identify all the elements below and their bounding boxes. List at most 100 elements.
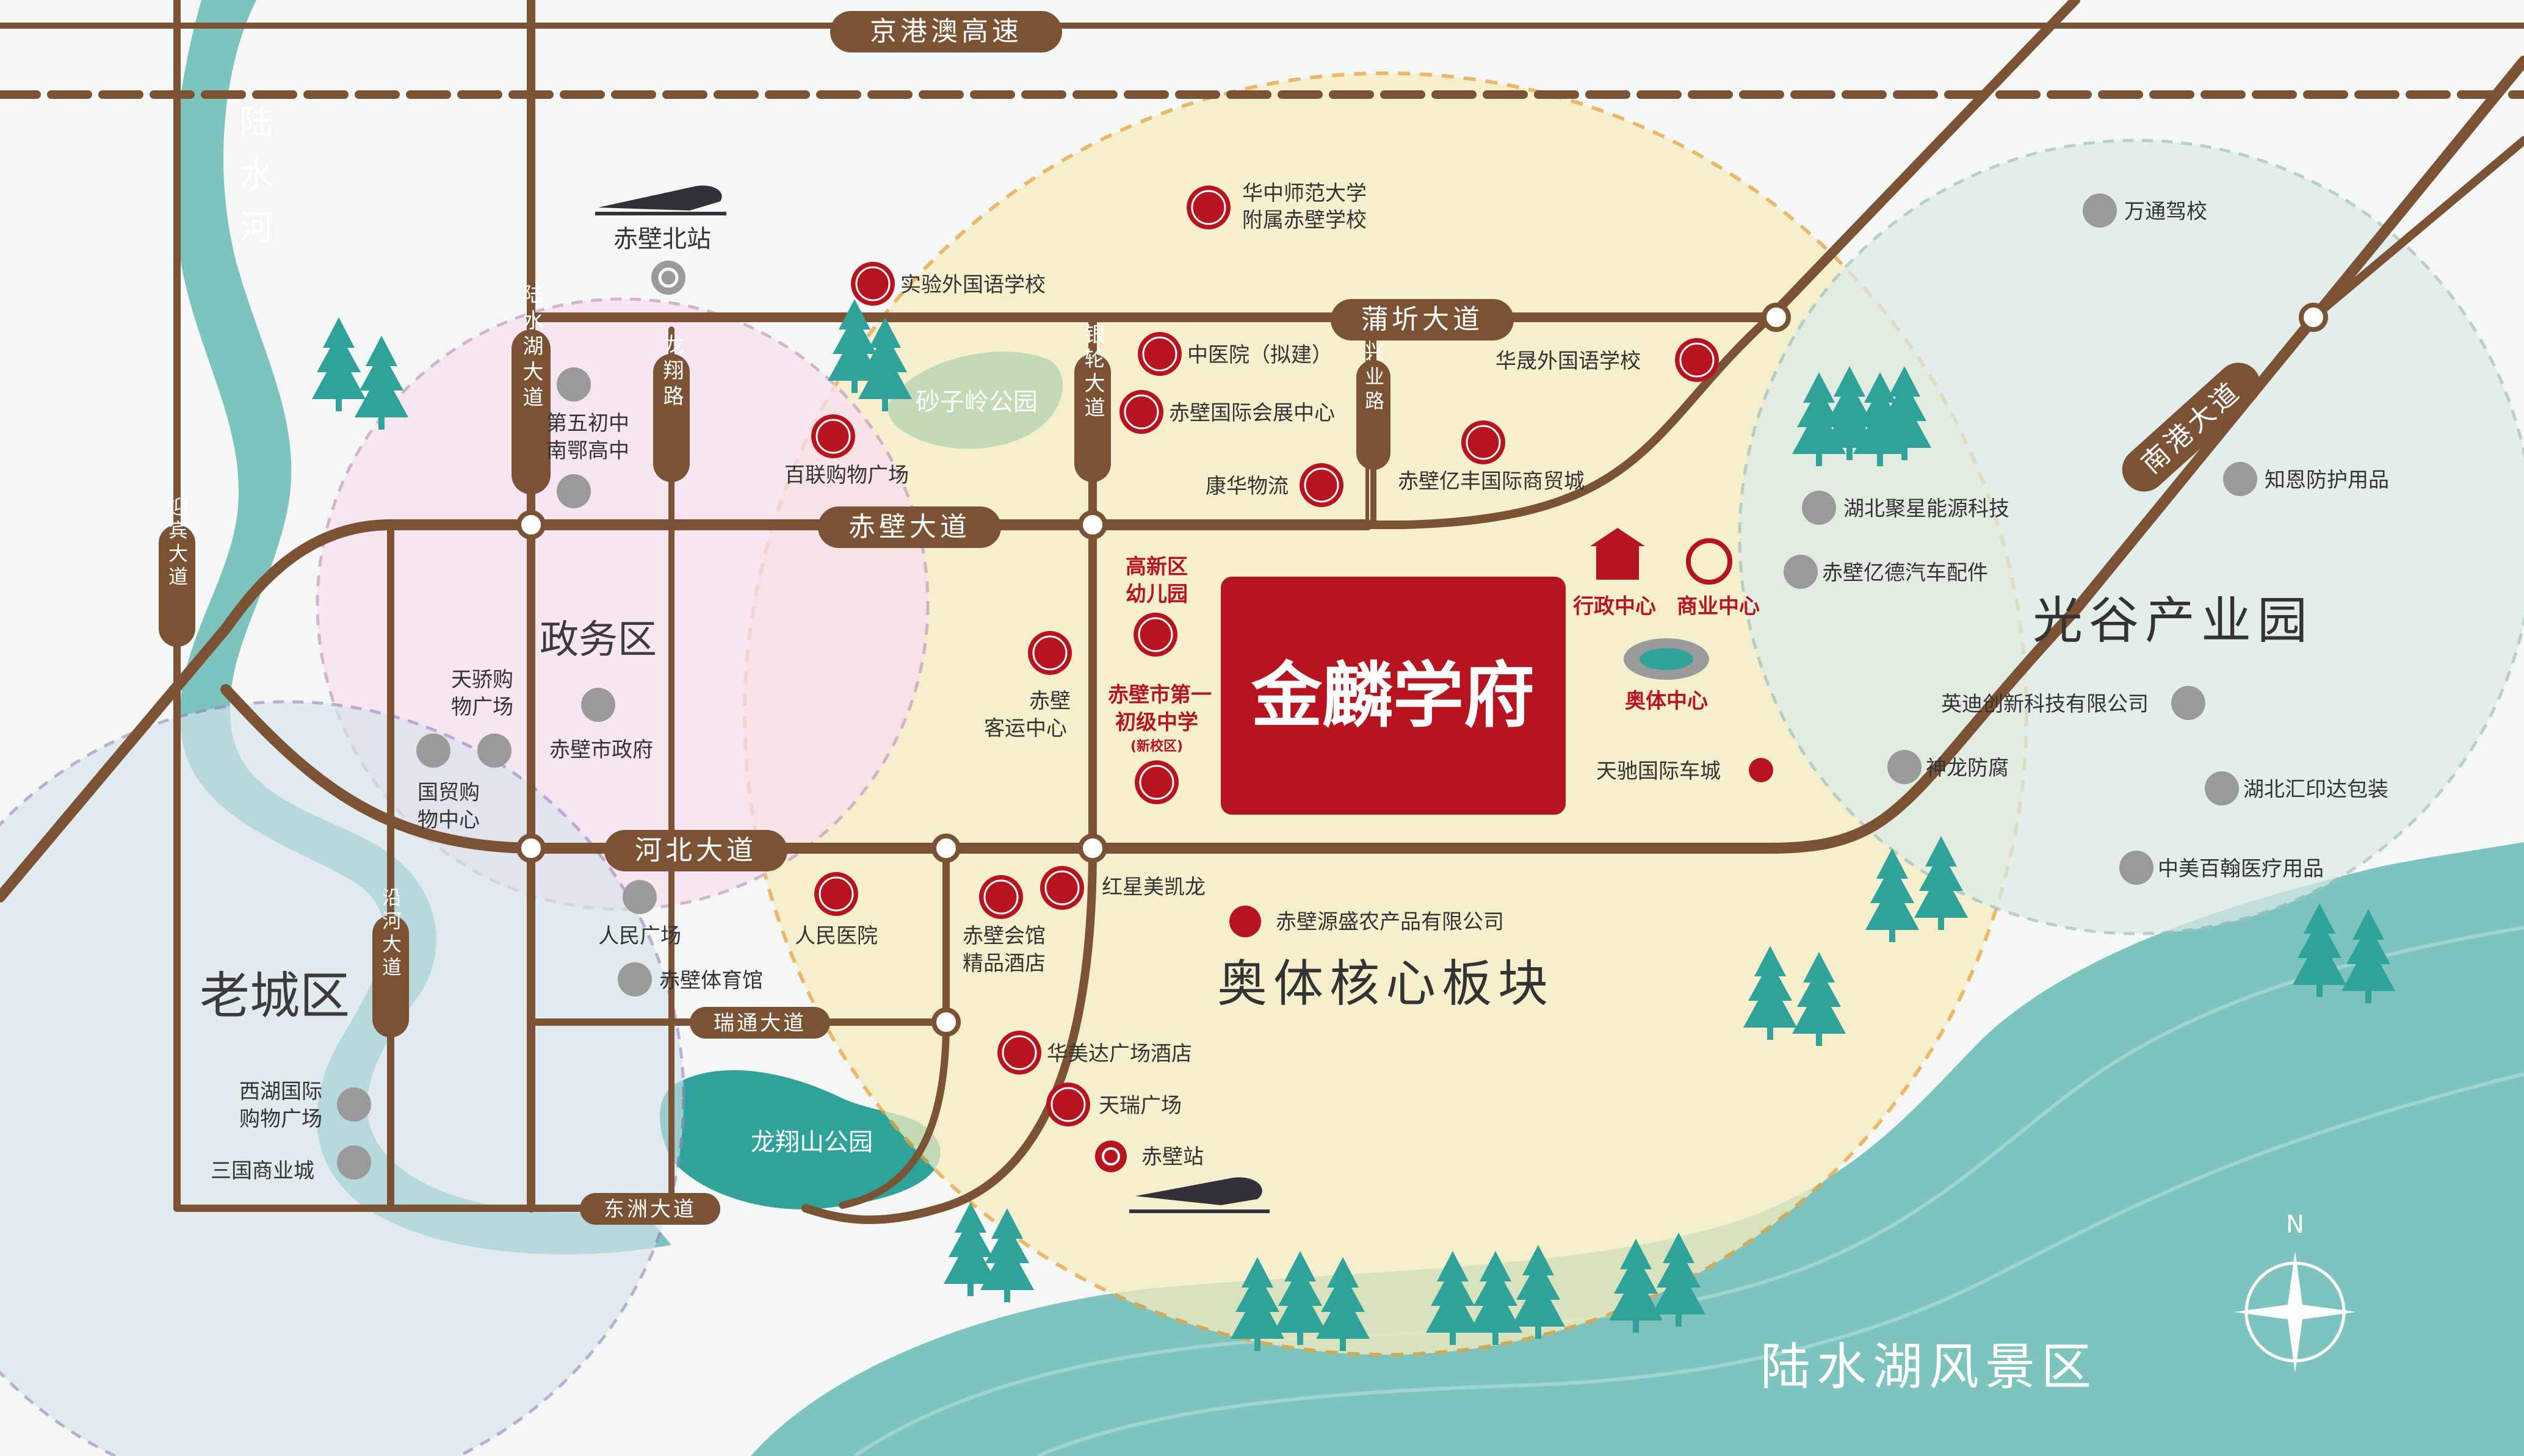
poi-tianrui[interactable]: 天瑞广场 [1099, 1094, 1182, 1118]
cart-icon [1039, 865, 1085, 911]
road-label-yingbin: 迎宾大道 [165, 497, 189, 589]
project-block[interactable] [1221, 577, 1566, 815]
district-optics-valley: 光谷产业园 [2033, 592, 2313, 650]
poi-zhongmei[interactable]: 中美百翰医疗用品 [2158, 857, 2324, 881]
expo-icon [1118, 389, 1165, 435]
admin-center-icon [1590, 528, 1645, 580]
poi-shenlong[interactable]: 神龙防腐 [1926, 756, 2009, 780]
dot-gray-icon [2205, 771, 2239, 805]
school-gray-icon [557, 474, 591, 508]
hospital-icon [1137, 331, 1183, 377]
poi-business-center[interactable]: 商业中心 [1677, 594, 1760, 619]
poi-middle-school-line1[interactable]: 赤壁市第一 [1108, 683, 1212, 707]
poi-stadium[interactable]: 赤壁体育馆 [659, 968, 763, 993]
station-icon [651, 261, 685, 295]
cart-gray-icon [416, 733, 450, 768]
road-label-expressway: 京港澳高速 [870, 16, 1022, 47]
poi-hzsd-line2[interactable]: 附属赤壁学校 [1242, 208, 1367, 232]
dot-gray-icon [2223, 462, 2257, 496]
wine-icon [978, 874, 1024, 920]
road-label-chibi: 赤壁大道 [848, 511, 971, 542]
school-icon [850, 261, 896, 307]
poi-xihu-line2[interactable]: 购物广场 [239, 1107, 322, 1131]
poi-huameida-hotel[interactable]: 华美达广场酒店 [1047, 1042, 1192, 1066]
dot-gray-icon [2171, 686, 2205, 720]
poi-hongxing[interactable]: 红星美凯龙 [1102, 875, 1206, 899]
road-label-yanhe: 沿河大道 [379, 887, 402, 980]
poi-bus-line1[interactable]: 赤壁 [1029, 689, 1071, 713]
dot-gray-icon [1802, 491, 1836, 525]
poi-tianjiao-line2[interactable]: 物广场 [451, 695, 513, 719]
project-name: 金麟学府 [1251, 654, 1535, 737]
poi-school5-line2[interactable]: 南鄂高中 [546, 439, 629, 463]
dot-gray-icon [1887, 750, 1922, 784]
poi-juxing-energy[interactable]: 湖北聚星能源科技 [1843, 497, 2009, 521]
poi-shiyan-school[interactable]: 实验外国语学校 [900, 273, 1046, 297]
cart-icon [1460, 419, 1506, 466]
business-center-icon [1686, 538, 1732, 585]
road-label-ruitong: 瑞通大道 [714, 1011, 806, 1036]
dot-gray-icon [1784, 555, 1818, 589]
star-icon [581, 688, 615, 722]
poi-kanghua-logistics[interactable]: 康华物流 [1206, 474, 1289, 499]
road-label-pugui: 蒲圻大道 [1361, 304, 1483, 335]
school-gray-icon [2083, 193, 2117, 228]
star-icon [623, 880, 657, 914]
poi-yifeng-trade[interactable]: 赤壁亿丰国际商贸城 [1398, 469, 1585, 494]
compass-north: N [2286, 1211, 2304, 1239]
poi-expo-center[interactable]: 赤壁国际会展中心 [1169, 401, 1335, 425]
star-icon [618, 962, 652, 996]
park-shaziling: 砂子岭公园 [916, 388, 1038, 416]
poi-yingdi-tech[interactable]: 英迪创新科技有限公司 [1941, 692, 2149, 716]
poi-chibi-north-station[interactable]: 赤壁北站 [613, 225, 711, 253]
dot-red-icon [1749, 758, 1773, 782]
poi-kindergarten-line2[interactable]: 幼儿园 [1126, 582, 1188, 607]
poi-yide-auto[interactable]: 赤壁亿德汽车配件 [1822, 561, 1988, 585]
poi-people-hospital[interactable]: 人民医院 [795, 924, 878, 948]
river-label: 陆水河 [234, 104, 273, 262]
poi-xihu-line1[interactable]: 西湖国际 [239, 1079, 322, 1104]
poi-guomao-line2[interactable]: 物中心 [418, 808, 480, 832]
poi-huasheng-school[interactable]: 华晟外国语学校 [1495, 349, 1641, 373]
poi-middle-school-note[interactable]: (新校区) [1130, 738, 1183, 754]
poi-yuansheng[interactable]: 赤壁源盛农产品有限公司 [1276, 910, 1504, 934]
district-olympic-core: 奥体核心板块 [1217, 955, 1554, 1013]
road-label-longxiang: 龙翔路 [659, 334, 684, 411]
poi-school5-line1[interactable]: 第五初中 [546, 411, 629, 436]
poi-guomao-line1[interactable]: 国贸购 [418, 780, 480, 805]
road-label-xingye: 兴业路 [1362, 342, 1385, 415]
station-icon [1095, 1141, 1127, 1172]
poi-hotel-line2[interactable]: 精品酒店 [963, 951, 1046, 976]
poi-hzsd-line1[interactable]: 华中师范大学 [1242, 181, 1367, 206]
poi-people-square[interactable]: 人民广场 [598, 924, 681, 948]
school-icon [1134, 759, 1180, 805]
hospital-icon [813, 871, 859, 917]
poi-sanguo[interactable]: 三国商业城 [211, 1159, 314, 1183]
poi-bailian-mall[interactable]: 百联购物广场 [784, 463, 909, 488]
cart-gray-icon [337, 1145, 371, 1180]
park-longxiangshan: 龙翔山公园 [751, 1128, 873, 1156]
cart-icon [810, 413, 856, 460]
poi-city-government[interactable]: 赤壁市政府 [549, 738, 653, 762]
poi-tianjiao-line1[interactable]: 天骄购 [451, 668, 513, 692]
poi-tcm-hospital[interactable]: 中医院（拟建） [1187, 343, 1333, 367]
bus-icon [1027, 630, 1073, 676]
district-government: 政务区 [540, 618, 657, 663]
poi-tianchi-auto[interactable]: 天驰国际车城 [1596, 759, 1721, 784]
poi-chibi-station[interactable]: 赤壁站 [1141, 1145, 1204, 1169]
cart-gray-icon [337, 1087, 371, 1122]
poi-middle-school-line2[interactable]: 初级中学 [1115, 710, 1198, 735]
poi-bus-line2[interactable]: 客运中心 [984, 716, 1067, 741]
poi-layer: 赤壁北站 华中师范大学 附属赤壁学校 实验外国语学校 万通驾校 中医院（拟建） … [211, 181, 2389, 1183]
poi-huiyinda[interactable]: 湖北汇印达包装 [2243, 777, 2388, 802]
poi-hotel-line1[interactable]: 赤壁会馆 [963, 924, 1046, 948]
poi-kindergarten-line1[interactable]: 高新区 [1126, 555, 1188, 579]
poi-wantong-driving[interactable]: 万通驾校 [2124, 200, 2207, 224]
poi-sports-center[interactable]: 奥体中心 [1625, 689, 1708, 713]
school-icon [1185, 184, 1232, 231]
poi-zhien[interactable]: 知恩防护用品 [2265, 468, 2389, 492]
poi-admin-center[interactable]: 行政中心 [1573, 594, 1656, 619]
road-label-luhu: 陆水湖大道 [519, 284, 543, 412]
